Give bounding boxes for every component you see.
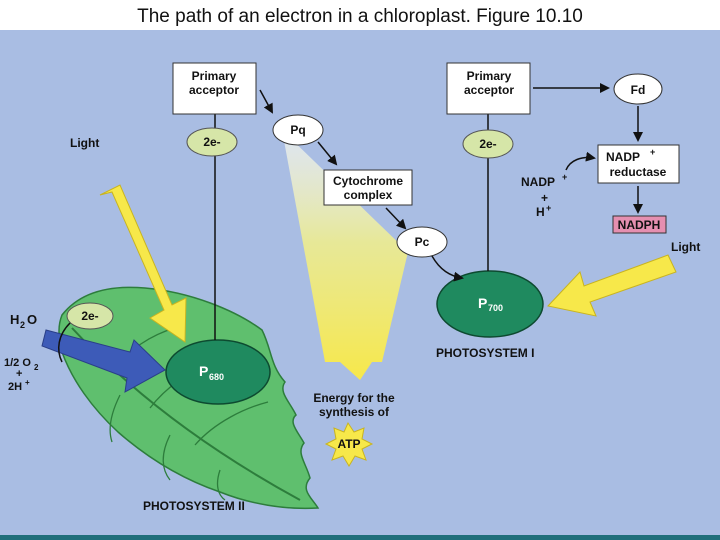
- pc-oval: [396, 226, 448, 258]
- light-left-label: Light: [70, 136, 99, 150]
- h2o-subscript: 2: [20, 320, 25, 330]
- electron-flow-arrows: [57, 83, 643, 363]
- primary-acceptor-ps2-label-1: Primary: [192, 69, 237, 83]
- diagram-area: Primary acceptor Primary acceptor Fd NAD…: [0, 30, 720, 535]
- energy-label-2: synthesis of: [319, 405, 390, 419]
- h2o-o: O: [27, 312, 37, 327]
- diagram-labels: Primary acceptor Primary acceptor Fd NAD…: [70, 69, 700, 513]
- p680-subscript: 680: [209, 372, 224, 382]
- nadp-reductase-box: [597, 144, 680, 184]
- nadp-in-label: NADP: [521, 175, 555, 189]
- primary-acceptor-ps1-box: [446, 62, 531, 115]
- cytochrome-complex-box: [323, 169, 413, 206]
- h-plus-label: H: [536, 205, 545, 219]
- water-split-labels: H 2 O 1/2 O 2 + 2H +: [4, 312, 39, 393]
- nadp-reductase-label-2: reductase: [610, 165, 667, 179]
- footer-bar: [0, 535, 720, 540]
- slide-title: The path of an electron in a chloroplast…: [137, 6, 583, 27]
- electron-pair-ps1-label: 2e-: [479, 137, 496, 151]
- electron-pair-water-label: 2e-: [81, 309, 98, 323]
- nadp-in-plus-sup: +: [562, 172, 567, 182]
- nadph-box: [612, 215, 667, 234]
- light-right-label: Light: [671, 240, 700, 254]
- p700-subscript: 700: [488, 303, 503, 313]
- electron-pair-ps2: [186, 127, 238, 157]
- nadp-in-plus: +: [541, 191, 548, 205]
- p700-label: P: [478, 295, 487, 311]
- electron-pair-ps1: [462, 129, 514, 159]
- light-arrow-right: [547, 254, 677, 317]
- photosystem-2-label: PHOTOSYSTEM II: [143, 499, 245, 513]
- water-arrow: [41, 329, 166, 393]
- primary-acceptor-ps2-label-2: acceptor: [189, 83, 239, 97]
- cytochrome-label-1: Cytochrome: [333, 174, 403, 188]
- h2-plus-sup: +: [25, 378, 30, 387]
- fd-oval: [613, 73, 663, 105]
- electron-pair-water: [66, 302, 114, 330]
- reaction-center-labels: P 700 P 680: [199, 295, 503, 382]
- o2-plus: +: [16, 368, 22, 380]
- light-energy-beam: [282, 130, 408, 380]
- light-arrow-left: [99, 184, 187, 343]
- atp-burst: [324, 421, 374, 467]
- electron-path-diagram: Primary acceptor Primary acceptor Fd NAD…: [4, 62, 700, 513]
- nadph-label: NADPH: [618, 218, 661, 232]
- electron-pair-ps2-label: 2e-: [203, 135, 220, 149]
- h2o-h: H: [10, 312, 19, 327]
- energy-label-1: Energy for the: [313, 391, 395, 405]
- pq-label: Pq: [290, 123, 305, 137]
- pq-oval: [272, 114, 324, 146]
- pc-label: Pc: [415, 235, 430, 249]
- h2-plus-label: 2H: [8, 381, 22, 393]
- nadp-reductase-plus: +: [650, 147, 655, 157]
- atp-label: ATP: [337, 437, 360, 451]
- fd-label: Fd: [631, 83, 646, 97]
- p680-reaction-center: [165, 339, 271, 405]
- primary-acceptor-ps2-box: [172, 62, 257, 115]
- o2-subscript: 2: [34, 363, 39, 372]
- p680-label: P: [199, 363, 208, 379]
- cytochrome-label-2: complex: [344, 188, 393, 202]
- o2-label: 1/2 O: [4, 357, 31, 369]
- primary-acceptor-ps1-label-1: Primary: [467, 69, 512, 83]
- photosystem-1-label: PHOTOSYSTEM I: [436, 346, 534, 360]
- primary-acceptor-ps1-label-2: acceptor: [464, 83, 514, 97]
- p700-reaction-center: [436, 270, 544, 338]
- h-plus-sup: +: [546, 203, 551, 213]
- nadp-reductase-label-1: NADP: [606, 150, 640, 164]
